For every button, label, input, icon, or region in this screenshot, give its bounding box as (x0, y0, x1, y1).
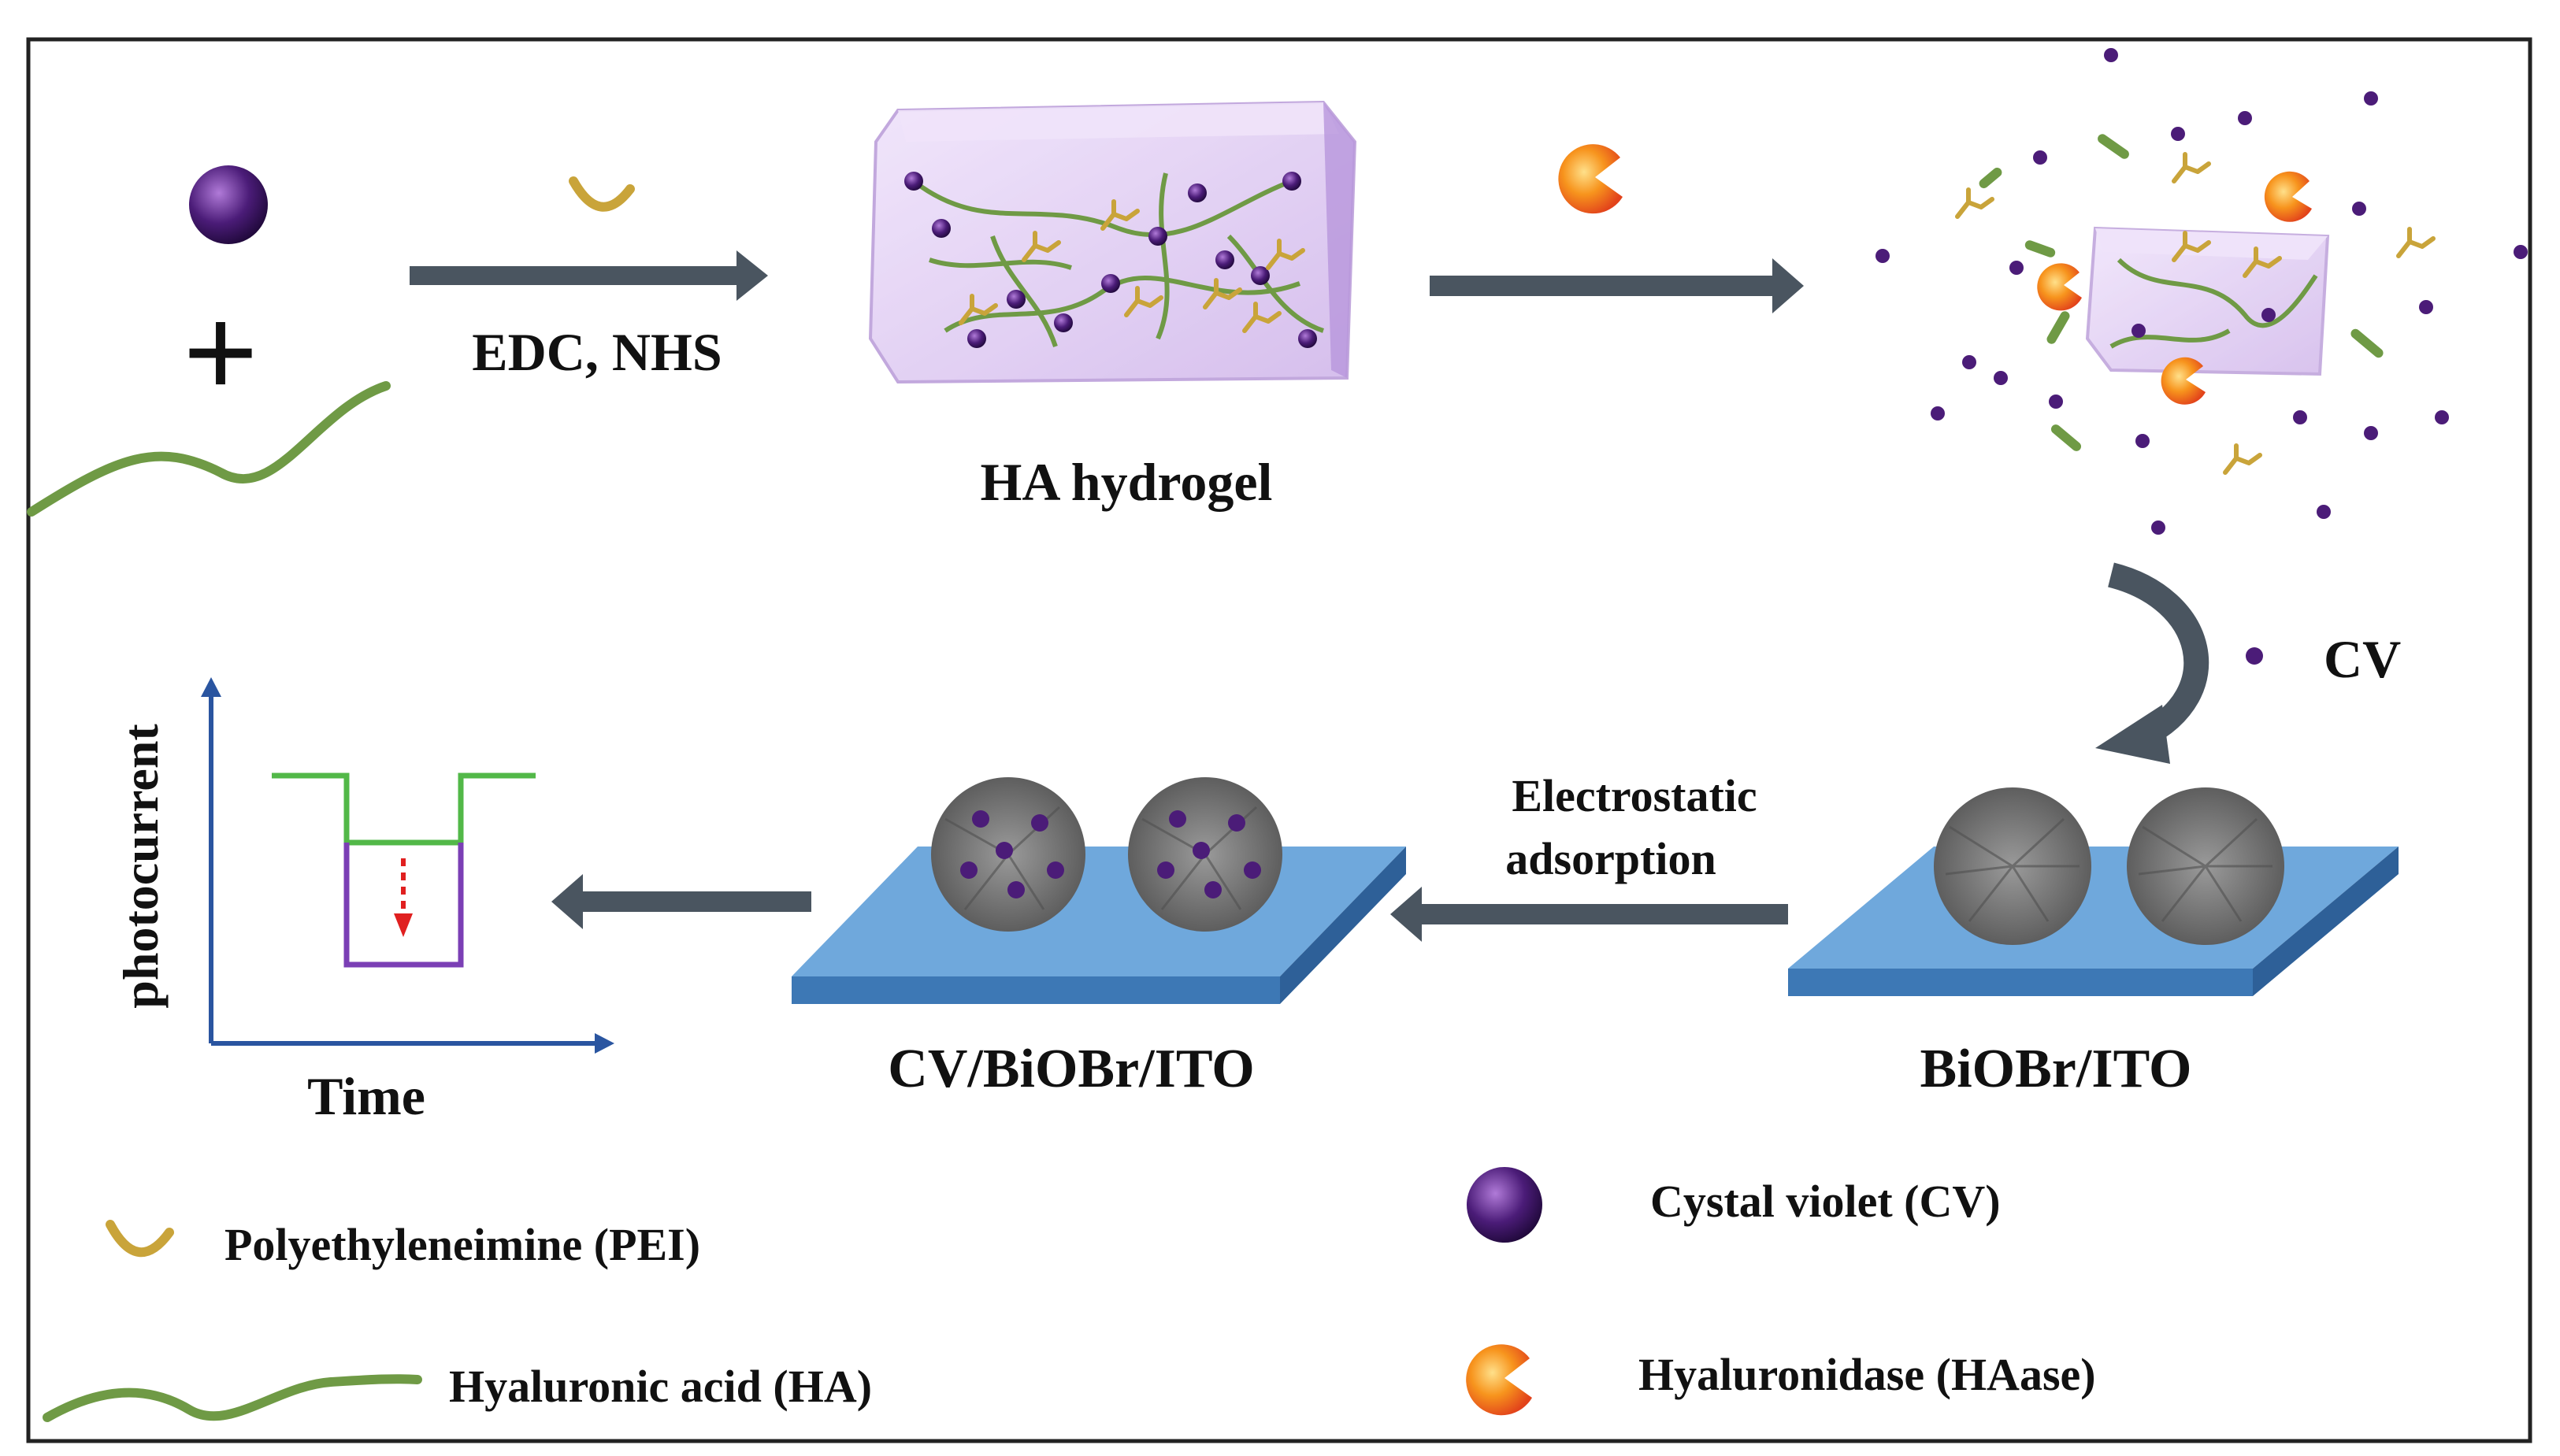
reagents-label: EDC, NHS (472, 322, 722, 382)
legend-pei-icon (106, 1220, 174, 1258)
legend-ha-icon (43, 1374, 422, 1422)
photocurrent-plot (201, 677, 614, 1054)
hydrogel-label: HA hydrogel (981, 452, 1273, 512)
legend-haase-label: Hyaluronidase (HAase) (1638, 1349, 2096, 1400)
arrow-degradation (1430, 258, 1804, 313)
ha-strand-icon (27, 381, 391, 517)
adsorption-label-line2: adsorption (1505, 833, 1716, 884)
biobr-ito-label: BiOBr/ITO (1920, 1039, 2192, 1099)
degraded-hydrogel (1875, 48, 2528, 535)
arrow-adsorption (1390, 887, 1788, 942)
haase-enzyme-icon (1558, 144, 1623, 214)
plus-sign: + (183, 279, 259, 427)
outer-frame (26, 37, 2532, 1443)
cv-biobr-ito-electrode (792, 777, 1406, 1004)
cv-molecule-icon (189, 165, 268, 244)
cv-ion-icon (2246, 647, 2263, 665)
arrow-crosslink (410, 250, 768, 301)
arrow-detection (551, 874, 811, 929)
legend-pei-label: Polyethyleneimine (PEI) (224, 1219, 700, 1270)
arrow-release (2095, 562, 2209, 764)
legend-ha-label: Hyaluronic acid (HA) (449, 1361, 872, 1412)
adsorption-label-line1: Electrostatic (1512, 770, 1757, 821)
legend-cv-label: Cystal violet (CV) (1650, 1176, 2001, 1227)
pei-icon (569, 176, 635, 212)
legend-haase-icon (1466, 1344, 1532, 1416)
legend-cv-icon (1467, 1167, 1542, 1243)
signal-low-trace (343, 843, 464, 968)
cv-ion-label: CV (2324, 629, 2401, 689)
cv-biobr-ito-label: CV/BiOBr/ITO (888, 1039, 1254, 1099)
ha-hydrogel-block (868, 100, 1357, 384)
y-axis-label: photocurrent (113, 724, 169, 1009)
signal-high-trace (272, 772, 536, 846)
biobr-ito-electrode (1788, 787, 2399, 996)
x-axis-label: Time (307, 1066, 425, 1126)
